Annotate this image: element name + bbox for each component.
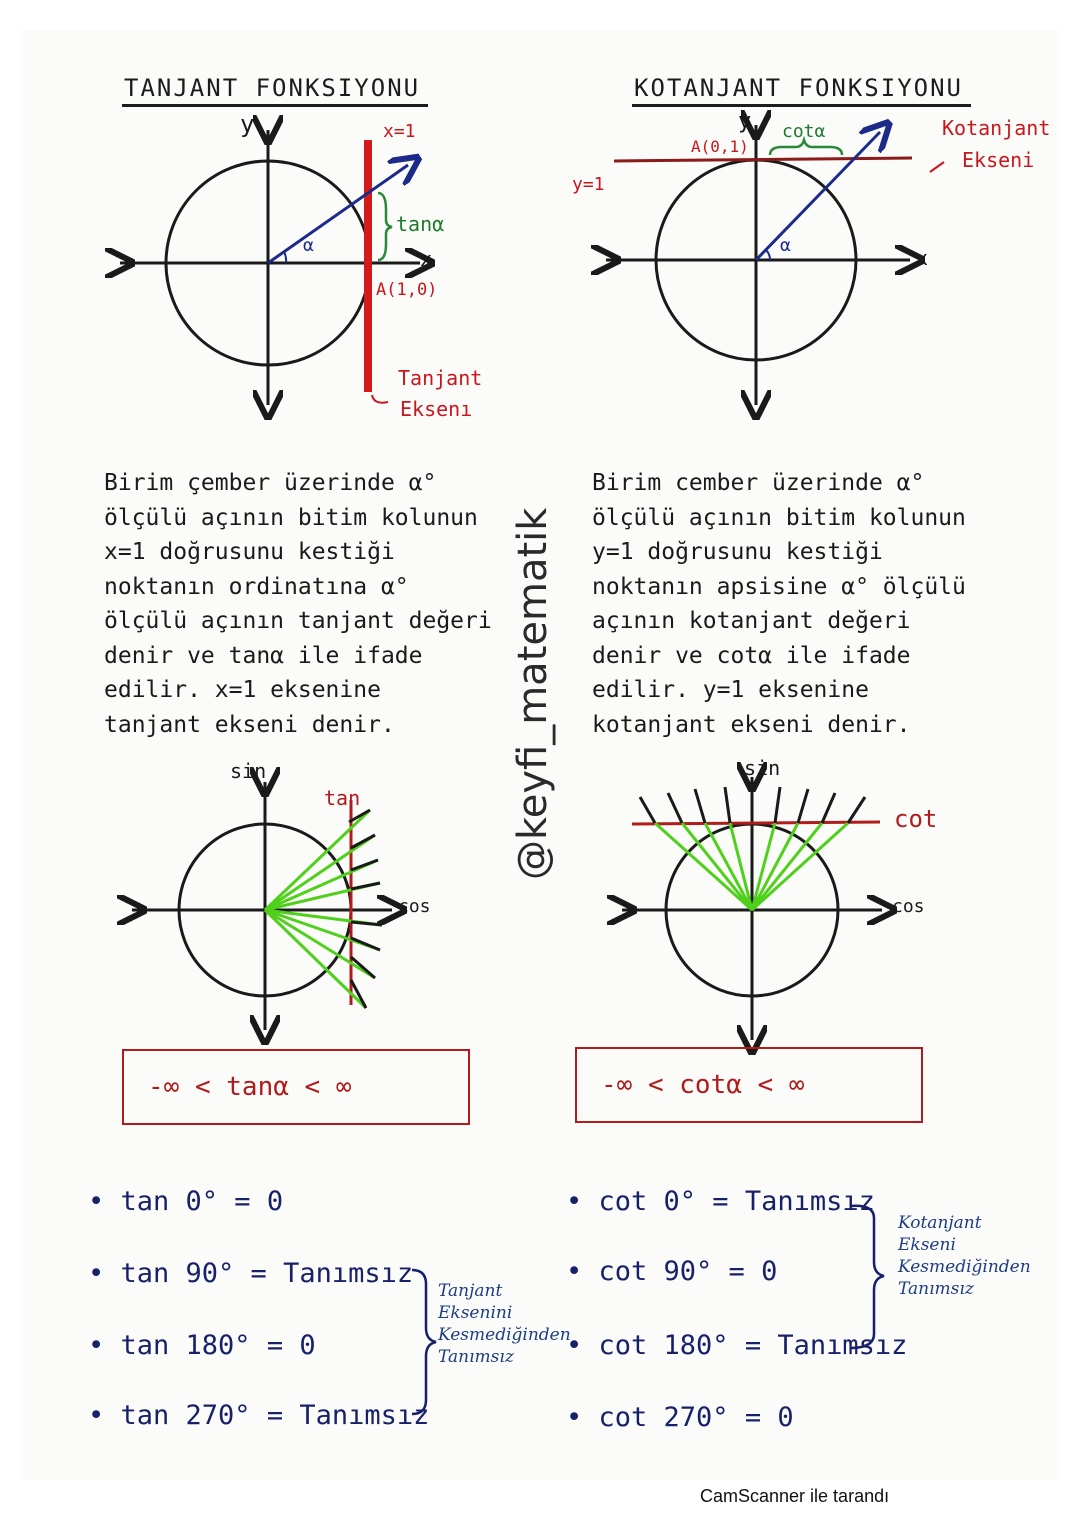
tangent-value-text: tan 270° = Tanımsız <box>120 1400 430 1431</box>
cotangent-definition-line: y=1 doğrusunu kestiği <box>592 539 883 565</box>
cotangent-segment-label: cotα <box>782 121 826 142</box>
tangent-range-box: -∞ < tanα < ∞ <box>122 1049 470 1125</box>
cotangent-point-label: A(0,1) <box>691 137 749 156</box>
cotangent-definition-line: ölçülü açının bitim kolunun <box>592 504 966 531</box>
cotangent-value-text: cot 90° = 0 <box>598 1256 778 1287</box>
cotangent-value-270: • cot 270° = 0 <box>566 1402 794 1433</box>
tangent-value-text: tan 180° = 0 <box>120 1330 316 1361</box>
cotangent-definition-line: edilir. y=1 eksenine <box>592 677 869 703</box>
cotangent-definition-line: denir ve cotα ile ifade <box>592 642 911 669</box>
cotangent-x-axis-label: x <box>916 246 928 270</box>
tangent-definition-line: denir ve tanα ile ifade <box>104 642 423 669</box>
cotangent-value-0: • cot 0° = Tanımsız <box>566 1186 875 1217</box>
tangent-definition-line: Birim çember üzerinde α° <box>104 470 437 496</box>
cotangent-definition-line: Birim cember üzerinde α° <box>592 470 925 496</box>
tangent-value-270: • tan 270° = Tanımsız <box>88 1400 430 1431</box>
cotangent-graph-sin-label: sin <box>744 756 780 780</box>
tangent-brace <box>411 1268 437 1416</box>
tangent-graph-sin-label: sin <box>230 759 266 783</box>
cotangent-note-line: Kotanjant <box>898 1213 982 1233</box>
tangent-graph-cos-label: cos <box>398 896 431 917</box>
cotangent-value-text: cot 0° = Tanımsız <box>598 1186 875 1217</box>
tangent-graph-line-label: tan <box>324 786 360 810</box>
cotangent-definition-line: açının kotanjant değeri <box>592 608 911 634</box>
cotangent-value-90: • cot 90° = 0 <box>566 1256 778 1287</box>
cotangent-angle-label: α <box>780 235 791 256</box>
tangent-definition-line: ölçülü açının tanjant değeri <box>104 608 492 634</box>
tangent-definition-line: edilir. x=1 eksenine <box>104 677 381 703</box>
tangent-point-label: A(1,0) <box>376 280 437 300</box>
tangent-value-180: • tan 180° = 0 <box>88 1330 316 1361</box>
tangent-title: TANJANT FONKSIYONU <box>122 74 429 107</box>
tangent-note-line: Eksenini <box>438 1303 513 1323</box>
tangent-value-text: tan 0° = 0 <box>120 1186 284 1217</box>
cotangent-definition-line: kotanjant ekseni denir. <box>592 711 911 738</box>
cotangent-graph-line-label: cot <box>894 805 937 833</box>
tangent-value-0: • tan 0° = 0 <box>88 1186 284 1217</box>
cotangent-graph-cos-label: cos <box>892 896 925 917</box>
tangent-definition-line: ölçülü açının bitim kolunun <box>104 504 478 531</box>
cotangent-line-label: y=1 <box>572 174 605 195</box>
cotangent-value-text: cot 180° = Tanımsız <box>598 1330 908 1361</box>
cotangent-note-line: Tanımsız <box>898 1279 974 1299</box>
cotangent-value-180: • cot 180° = Tanımsız <box>566 1330 908 1361</box>
cotangent-axis-name-1: Kotanjant <box>942 116 1050 140</box>
tangent-definition-line: x=1 doğrusunu kestiği <box>104 539 395 565</box>
cotangent-y-axis-label: y <box>738 109 751 134</box>
cotangent-note-line: Ekseni <box>898 1235 956 1255</box>
cotangent-undefined-note: Kotanjant Ekseni Kesmediğinden Tanımsız <box>898 1212 1031 1300</box>
tangent-definition-line: noktanın ordinatına α° <box>104 573 409 600</box>
cotangent-axis-name-2: Ekseni <box>962 148 1034 172</box>
tangent-angle-label: α <box>303 235 314 256</box>
tangent-definition: Birim çember üzerinde α° ölçülü açının b… <box>104 466 492 742</box>
tangent-axis-name-1: Tanjant <box>398 366 482 390</box>
cotangent-unit-circle-figure: y x y=1 cotα α A(0,1) Kotanjant Ekseni <box>572 109 1050 420</box>
cotangent-note-line: Kesmediğinden <box>898 1257 1031 1277</box>
tangent-definition-line: tanjant ekseni denir. <box>104 711 395 738</box>
tangent-undefined-note: Tanjant Eksenini Kesmediğinden Tanımsız <box>438 1280 571 1368</box>
scanner-footer: CamScanner ile tarandı <box>700 1486 890 1506</box>
tangent-segment-label: tanα <box>396 212 444 236</box>
cotangent-definition: Birim cember üzerinde α° ölçülü açının b… <box>592 466 966 742</box>
tangent-note-line: Tanımsız <box>438 1347 514 1367</box>
cotangent-range-graph: sin cos cot <box>610 756 937 1045</box>
tangent-value-90: • tan 90° = Tanımsız <box>88 1258 414 1289</box>
tangent-value-text: tan 90° = Tanımsız <box>120 1258 414 1289</box>
tangent-note-line: Kesmediğinden <box>438 1325 571 1345</box>
watermark: @keyfi_matematik <box>510 507 556 880</box>
cotangent-brace <box>849 1204 885 1350</box>
tangent-line-label: x=1 <box>383 121 416 142</box>
tangent-y-axis-label: y <box>240 110 254 138</box>
cotangent-range-box: -∞ < cotα < ∞ <box>575 1047 923 1123</box>
cotangent-title: KOTANJANT FONKSIYONU <box>632 74 971 107</box>
tangent-axis-name-2: Eksenı <box>400 397 472 421</box>
tangent-x-axis-label: x <box>420 247 432 271</box>
tangent-note-line: Tanjant <box>438 1281 503 1301</box>
cotangent-definition-line: noktanın apsisine α° ölçülü <box>592 573 966 600</box>
tangent-unit-circle-figure: y x x=1 tanα α A(1,0) Tanjant Eksenı <box>100 110 482 421</box>
tangent-range-graph: sin cos tan <box>120 759 431 1040</box>
cotangent-value-text: cot 270° = 0 <box>598 1402 794 1433</box>
